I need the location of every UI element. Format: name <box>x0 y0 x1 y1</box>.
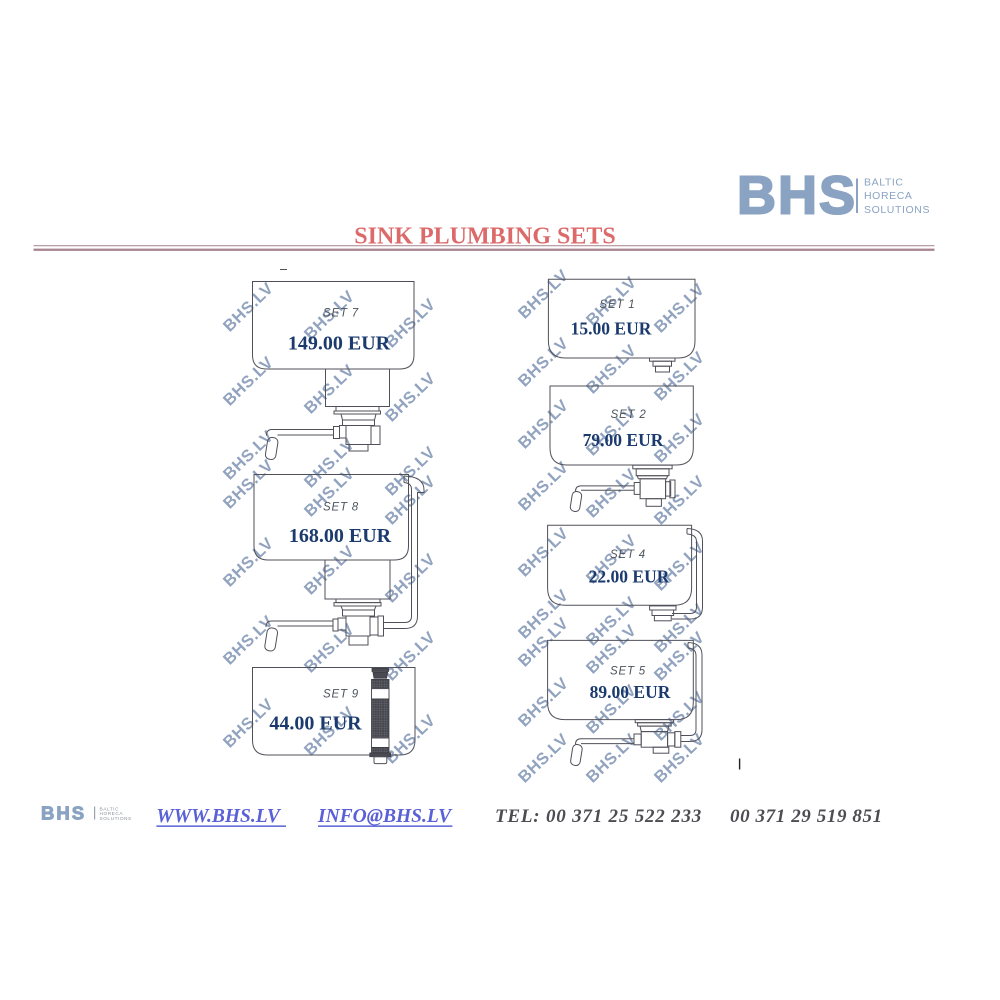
svg-text:BHS.LV: BHS.LV <box>301 361 358 417</box>
svg-text:BHS.LV: BHS.LV <box>515 674 572 730</box>
svg-text:00 371 29 519 851: 00 371 29 519 851 <box>730 806 883 827</box>
svg-text:149.00 EUR: 149.00 EUR <box>288 333 391 355</box>
svg-text:INFO@BHS.LV: INFO@BHS.LV <box>317 806 453 827</box>
svg-text:BHS.LV: BHS.LV <box>515 730 572 786</box>
svg-text:BHS.LV: BHS.LV <box>651 280 708 336</box>
svg-text:BHS.LV: BHS.LV <box>515 396 572 452</box>
svg-text:BHS.LV: BHS.LV <box>515 524 572 580</box>
svg-text:WWW.BHS.LV: WWW.BHS.LV <box>156 806 282 827</box>
svg-text:168.00 EUR: 168.00 EUR <box>289 525 392 547</box>
svg-text:BHS: BHS <box>41 803 86 824</box>
svg-text:BHS.LV: BHS.LV <box>301 620 358 676</box>
svg-text:BHS.LV: BHS.LV <box>382 711 439 767</box>
svg-text:SET 9: SET 9 <box>323 689 359 701</box>
svg-text:TEL: 00 371 25 522 233: TEL: 00 371 25 522 233 <box>495 806 702 827</box>
svg-text:BHS.LV: BHS.LV <box>382 295 439 351</box>
svg-text:BHS.LV: BHS.LV <box>301 542 358 598</box>
svg-text:15.00 EUR: 15.00 EUR <box>571 319 652 339</box>
svg-text:BHS.LV: BHS.LV <box>515 266 572 322</box>
svg-text:SET 2: SET 2 <box>611 409 647 421</box>
svg-text:SOLUTIONS: SOLUTIONS <box>864 204 930 216</box>
svg-text:BHS.LV: BHS.LV <box>220 612 277 668</box>
svg-text:BHS.LV: BHS.LV <box>651 472 708 528</box>
svg-text:BHS.LV: BHS.LV <box>515 334 572 390</box>
svg-text:BHS: BHS <box>737 166 857 226</box>
svg-text:SET 1: SET 1 <box>600 299 636 311</box>
svg-text:89.00 EUR: 89.00 EUR <box>590 682 671 702</box>
svg-text:BHS.LV: BHS.LV <box>220 353 277 409</box>
svg-text:44.00 EUR: 44.00 EUR <box>269 713 362 735</box>
svg-text:BHS.LV: BHS.LV <box>583 465 640 521</box>
svg-text:BALTIC: BALTIC <box>864 177 904 189</box>
svg-text:SET 7: SET 7 <box>323 308 359 320</box>
svg-text:SOLUTIONS: SOLUTIONS <box>100 816 132 822</box>
svg-text:BHS.LV: BHS.LV <box>382 628 439 684</box>
svg-text:22.00 EUR: 22.00 EUR <box>589 567 670 587</box>
svg-text:BHS.LV: BHS.LV <box>382 369 439 425</box>
svg-text:BHS.LV: BHS.LV <box>220 534 277 590</box>
svg-text:HORECA: HORECA <box>864 190 913 202</box>
svg-text:BHS.LV: BHS.LV <box>583 341 640 397</box>
svg-text:SET 8: SET 8 <box>323 502 359 514</box>
svg-text:SET 5: SET 5 <box>610 666 646 678</box>
svg-text:79.00 EUR: 79.00 EUR <box>583 430 664 450</box>
svg-text:BHS.LV: BHS.LV <box>515 458 572 514</box>
svg-text:BHS.LV: BHS.LV <box>651 348 708 404</box>
svg-text:SET 4: SET 4 <box>610 549 646 561</box>
svg-text:BALTIC: BALTIC <box>100 807 119 813</box>
svg-text:HORECA: HORECA <box>100 811 124 817</box>
svg-text:BHS.LV: BHS.LV <box>220 279 277 335</box>
